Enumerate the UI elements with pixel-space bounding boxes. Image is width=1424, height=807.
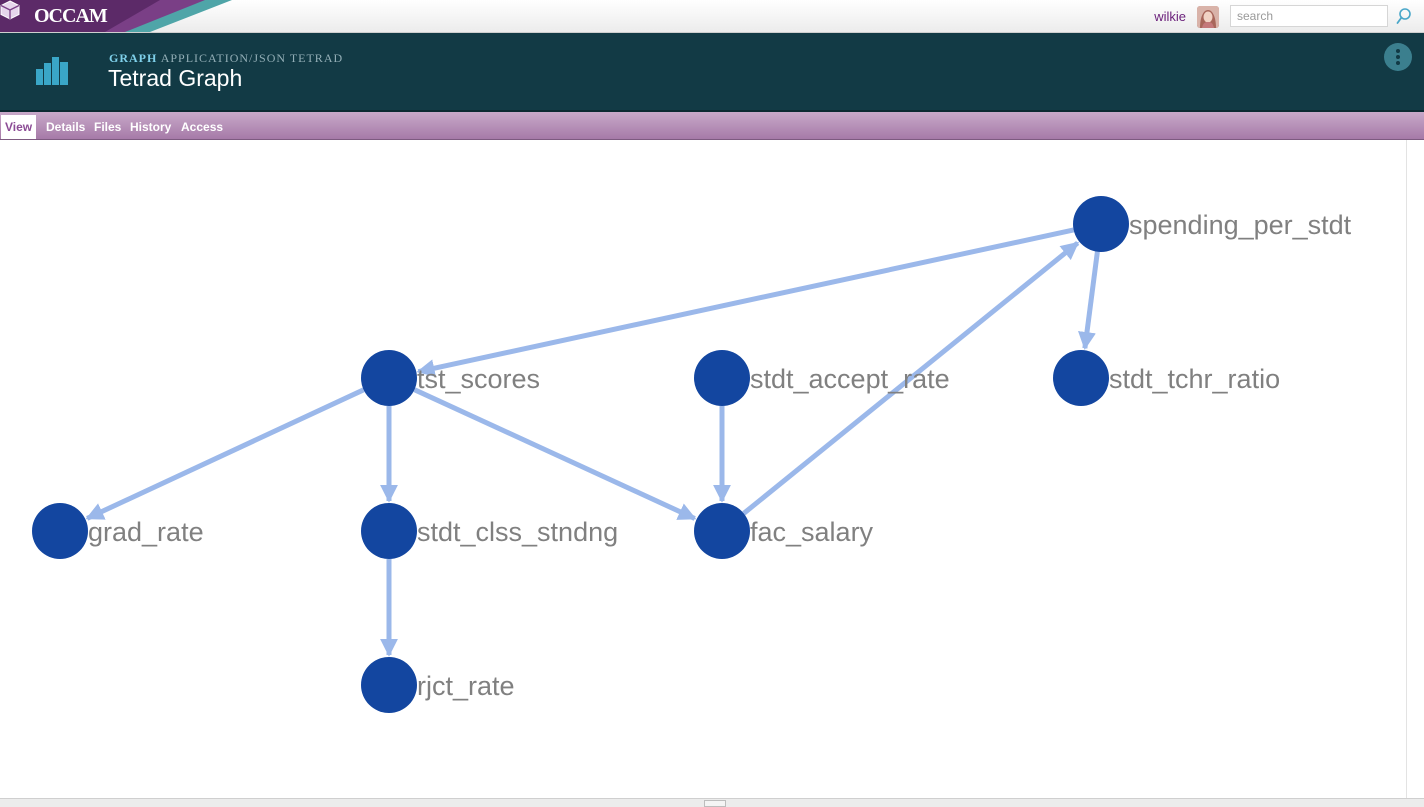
tab-details[interactable]: Details	[46, 120, 86, 134]
graph-node-stdt_clss_stndng[interactable]: stdt_clss_stndng	[361, 503, 618, 559]
node-circle[interactable]	[32, 503, 88, 559]
graph-node-grad_rate[interactable]: grad_rate	[32, 503, 204, 559]
vertical-scrollbar[interactable]	[1406, 140, 1424, 798]
more-options-icon[interactable]	[1384, 43, 1412, 71]
node-circle[interactable]	[361, 350, 417, 406]
graph-node-spending_per_stdt[interactable]: spending_per_stdt	[1073, 196, 1352, 252]
node-circle[interactable]	[361, 657, 417, 713]
edge-spending_per_stdt-to-tst_scores[interactable]	[416, 227, 1075, 378]
tab-access[interactable]: Access	[181, 120, 224, 134]
avatar-portrait-icon	[1197, 6, 1219, 28]
edge-spending_per_stdt-to-stdt_tchr_ratio[interactable]	[1078, 251, 1100, 351]
occam-logo[interactable]: OCCAM	[0, 0, 240, 32]
node-label: spending_per_stdt	[1129, 210, 1352, 240]
object-type: GRAPH APPLICATION/JSON TETRAD	[109, 51, 343, 66]
node-label: fac_salary	[750, 517, 874, 547]
kebab-dot	[1396, 55, 1400, 59]
cube-icon	[0, 0, 20, 20]
bottom-resize-bar	[0, 798, 1424, 807]
graph-node-stdt_tchr_ratio[interactable]: stdt_tchr_ratio	[1053, 350, 1280, 406]
tetrad-graph: spending_per_stdt tst_scores stdt_accept_r…	[32, 196, 1352, 713]
edges-layer	[85, 227, 1100, 657]
tab-bar: View Details Files History Access	[0, 112, 1424, 140]
graph-node-rjct_rate[interactable]: rjct_rate	[361, 657, 515, 713]
object-type-sub: APPLICATION/JSON TETRAD	[160, 51, 344, 65]
node-label: stdt_tchr_ratio	[1109, 364, 1280, 394]
edge-fac_salary-to-spending_per_stdt[interactable]	[742, 240, 1080, 516]
logo-banner-shape	[0, 0, 232, 32]
object-type-main: GRAPH	[109, 51, 158, 65]
node-circle[interactable]	[361, 503, 417, 559]
graph-viewer: spending_per_stdt tst_scores stdt_accept_r…	[0, 140, 1406, 798]
node-label: grad_rate	[88, 517, 204, 547]
tab-history[interactable]: History	[130, 120, 172, 134]
nodes-layer: spending_per_stdt tst_scores stdt_accept_r…	[32, 196, 1352, 713]
node-label: stdt_clss_stndng	[417, 517, 618, 547]
avatar[interactable]	[1197, 6, 1219, 28]
kebab-dot	[1396, 61, 1400, 65]
username-link[interactable]: wilkie	[1154, 9, 1186, 24]
node-label: tst_scores	[417, 364, 540, 394]
page-title: Tetrad Graph	[108, 65, 243, 91]
node-label: stdt_accept_rate	[750, 364, 950, 394]
edge-tst_scores-to-fac_salary[interactable]	[413, 387, 697, 521]
graph-node-stdt_accept_rate[interactable]: stdt_accept_rate	[694, 350, 950, 406]
object-header: GRAPH APPLICATION/JSON TETRAD Tetrad Gra…	[0, 33, 1424, 112]
node-circle[interactable]	[1053, 350, 1109, 406]
brand-name: OCCAM	[34, 5, 108, 27]
node-circle[interactable]	[694, 350, 750, 406]
tab-files[interactable]: Files	[94, 120, 122, 134]
node-circle[interactable]	[694, 503, 750, 559]
search-input[interactable]	[1230, 5, 1388, 27]
graph-node-tst_scores[interactable]: tst_scores	[361, 350, 540, 406]
edge-tst_scores-to-grad_rate[interactable]	[85, 387, 365, 521]
search-icon[interactable]	[1395, 7, 1413, 25]
node-circle[interactable]	[1073, 196, 1129, 252]
bar-chart-icon	[36, 57, 68, 85]
node-label: rjct_rate	[417, 671, 515, 701]
kebab-dot	[1396, 49, 1400, 53]
graph-node-fac_salary[interactable]: fac_salary	[694, 503, 874, 559]
resize-handle[interactable]	[704, 800, 726, 807]
top-bar: OCCAM wilkie	[0, 0, 1424, 33]
tab-view[interactable]: View	[1, 115, 37, 139]
